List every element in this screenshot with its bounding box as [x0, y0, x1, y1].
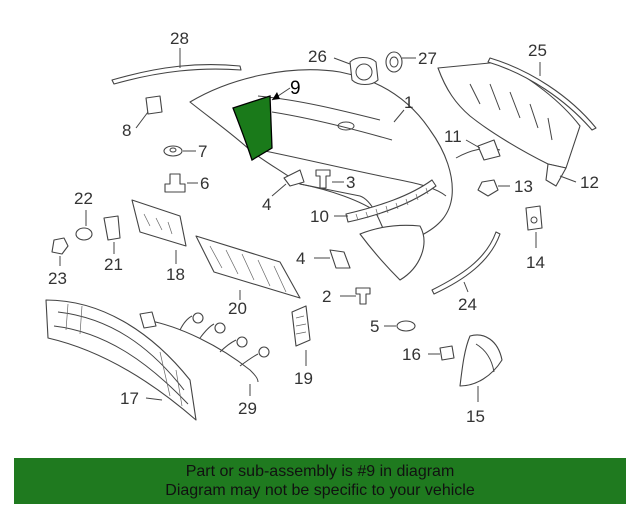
part-23-nut [51, 237, 69, 255]
callout-28: 27 [418, 49, 437, 68]
part-19-sensor-bracket [291, 305, 311, 347]
callout-15: 15 [466, 407, 485, 426]
part-5-washer [396, 320, 416, 332]
parts-diagram: 28 8 7 6 9 1 26 27 25 11 12 13 3 4 10 14… [45, 29, 599, 426]
callout-11: 11 [444, 127, 462, 146]
callout-29: 29 [238, 399, 257, 418]
part-17-bumper-beam [45, 299, 197, 421]
callout-1: 1 [404, 93, 413, 112]
callout-9: 9 [290, 78, 301, 99]
part-26-diffuser [437, 61, 581, 169]
footer-line-2: Diagram may not be specific to your vehi… [165, 482, 475, 499]
part-3-bolt [315, 169, 331, 189]
callout-27: 26 [308, 47, 327, 66]
callout-17: 17 [120, 389, 139, 408]
part-26-strip [487, 57, 597, 131]
part-7-washer [163, 145, 183, 157]
part-10-lower-trim [345, 179, 437, 223]
callout-14: 14 [526, 253, 545, 272]
part-29-wiring-harness [145, 319, 259, 383]
part-25-side-strip [431, 231, 501, 295]
callout-19: 19 [294, 369, 313, 388]
part-27-sensor [349, 56, 379, 86]
callout-2: 2 [322, 287, 331, 306]
callout-4-lower: 4 [296, 249, 305, 268]
callout-20: 20 [228, 299, 247, 318]
part-21-screw [103, 215, 121, 241]
callout-12: 12 [580, 173, 599, 192]
part-24-trim-strip [111, 63, 242, 85]
part-15-splash-shield [459, 334, 503, 387]
part-4-bracket-lower [329, 249, 351, 269]
callout-21: 21 [104, 255, 123, 274]
callout-8: 8 [122, 121, 131, 140]
callout-5: 5 [370, 317, 379, 336]
part-13-nut [477, 179, 499, 197]
callout-24: 28 [170, 29, 189, 48]
callout-18: 18 [166, 265, 185, 284]
part-14-bracket [525, 205, 543, 231]
part-12-end-bracket [545, 163, 567, 187]
part-9-highlighted [232, 95, 273, 161]
callout-10: 10 [310, 207, 329, 226]
part-8-clip [145, 95, 163, 115]
callout-25: 24 [458, 295, 477, 314]
callout-16: 16 [402, 345, 421, 364]
part-6-bolt [164, 173, 186, 193]
callout-4-upper: 4 [262, 195, 271, 214]
part-22-washer [75, 227, 93, 241]
part-16-screw [439, 345, 455, 361]
part-2-bolt [355, 287, 371, 305]
callout-23: 23 [48, 269, 67, 288]
footer-banner: Part or sub-assembly is #9 in diagram Di… [14, 458, 626, 504]
part-18-bracket [131, 199, 187, 247]
footer-line-1: Part or sub-assembly is #9 in diagram [185, 463, 455, 480]
callout-13: 13 [514, 177, 533, 196]
callout-7: 7 [198, 142, 207, 161]
callout-6: 6 [200, 174, 209, 193]
part-28-ring [385, 51, 403, 73]
callout-26: 25 [528, 41, 547, 60]
callout-3: 3 [346, 173, 355, 192]
part-4-bracket-upper [283, 169, 305, 187]
callout-22: 22 [74, 189, 93, 208]
